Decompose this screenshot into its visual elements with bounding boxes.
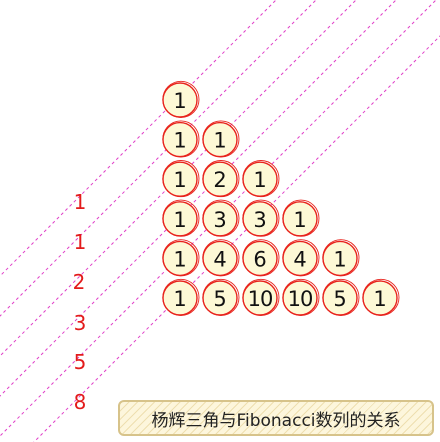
cell-circle-sketch <box>202 278 240 316</box>
cell-value: 10 <box>288 287 313 311</box>
triangle-cell: 2 <box>202 160 240 198</box>
diagonal-line <box>0 0 317 317</box>
fibonacci-number: 5 <box>74 350 87 374</box>
diagonal-line <box>0 0 277 277</box>
cell-circle-sketch <box>162 199 200 237</box>
fibonacci-number: 1 <box>74 190 87 214</box>
diagonal-line <box>0 0 357 357</box>
cell-value: 1 <box>173 168 186 192</box>
cell-circle-sketch <box>162 278 200 316</box>
cell-circle-sketch <box>202 199 240 237</box>
cell-circle-sketch <box>162 239 200 277</box>
triangle-cell: 1 <box>282 199 320 237</box>
triangle-cell: 10 <box>242 278 280 316</box>
cell-value: 2 <box>213 168 226 192</box>
triangle-cell: 1 <box>162 160 200 198</box>
cell-value: 1 <box>173 129 186 153</box>
cell-circle-sketch <box>362 278 400 316</box>
cell-circle-sketch <box>242 239 280 277</box>
fibonacci-number: 8 <box>74 390 87 414</box>
cell-circle-sketch <box>202 239 240 277</box>
triangle-cell: 1 <box>162 120 200 158</box>
cell-value: 1 <box>373 287 386 311</box>
triangle-cell: 1 <box>162 278 200 316</box>
triangle-cell: 1 <box>242 160 280 198</box>
cell-value: 1 <box>213 129 226 153</box>
triangle-cell: 1 <box>162 80 200 118</box>
cell-value: 5 <box>213 287 226 311</box>
triangle-cell: 5 <box>202 278 240 316</box>
cell-value: 10 <box>248 287 273 311</box>
cell-value: 3 <box>213 208 226 232</box>
cell-value: 6 <box>253 247 266 271</box>
cell-value: 3 <box>253 208 266 232</box>
cell-circle-sketch <box>242 199 280 237</box>
cell-value: 1 <box>293 208 306 232</box>
triangle-cell: 1 <box>202 120 240 158</box>
cell-value: 1 <box>253 168 266 192</box>
cell-value: 1 <box>173 287 186 311</box>
fibonacci-sequence: 1 1 2 3 5 8 <box>73 190 87 414</box>
caption-box: 杨辉三角与Fibonacci数列的关系 <box>118 400 434 436</box>
caption-text: 杨辉三角与Fibonacci数列的关系 <box>151 410 401 431</box>
triangle-cell: 1 <box>162 239 200 277</box>
cell-circle-sketch <box>282 199 320 237</box>
pascal-triangle: 1 1 1 1 2 1 1 3 3 1 1 4 6 4 1 1 5 10 10 5 1 <box>162 80 400 316</box>
cell-circle-sketch <box>242 160 280 198</box>
triangle-cell: 6 <box>242 239 280 277</box>
cell-circle-sketch <box>322 239 360 277</box>
cell-circle-sketch <box>322 278 360 316</box>
fibonacci-number: 3 <box>74 311 87 335</box>
fibonacci-number: 1 <box>74 230 87 254</box>
cell-value: 4 <box>293 247 306 271</box>
cell-value: 5 <box>333 287 346 311</box>
cell-value: 1 <box>173 89 186 113</box>
diagonal-line <box>0 0 397 397</box>
cell-circle-sketch <box>202 120 240 158</box>
cell-circle-sketch <box>282 278 320 316</box>
triangle-cell: 10 <box>282 278 320 316</box>
cell-value: 4 <box>213 247 226 271</box>
triangle-cell: 1 <box>322 239 360 277</box>
triangle-cell: 4 <box>282 239 320 277</box>
cell-circle-sketch <box>162 160 200 198</box>
cell-circle-sketch <box>162 120 200 158</box>
cell-circle-sketch <box>282 239 320 277</box>
triangle-cell: 3 <box>242 199 280 237</box>
triangle-cell: 1 <box>362 278 400 316</box>
cell-value: 1 <box>173 208 186 232</box>
triangle-cell: 4 <box>202 239 240 277</box>
triangle-cell: 5 <box>322 278 360 316</box>
cell-circle-sketch <box>242 278 280 316</box>
cell-value: 1 <box>173 247 186 271</box>
cell-circle-sketch <box>162 80 200 118</box>
cell-circle-sketch <box>202 160 240 198</box>
fibonacci-number: 2 <box>73 270 86 294</box>
triangle-cell: 1 <box>162 199 200 237</box>
cell-value: 1 <box>333 247 346 271</box>
triangle-cell: 3 <box>202 199 240 237</box>
